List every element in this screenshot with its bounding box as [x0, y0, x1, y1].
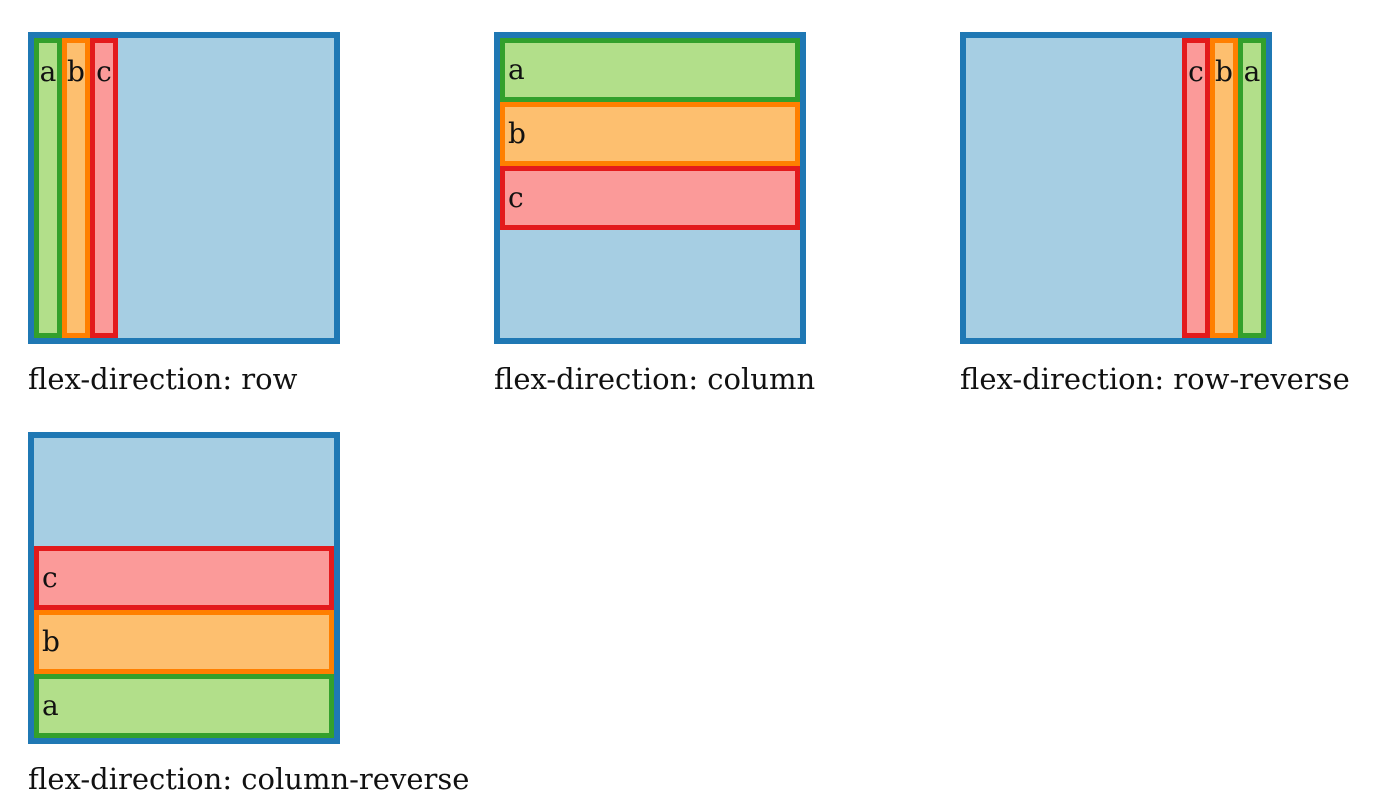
caption-column: flex-direction: column [494, 362, 816, 396]
example-column-reverse: a b c flex-direction: column-reverse [28, 432, 488, 796]
flex-item-a: a [34, 674, 334, 738]
flex-container-row: a b c [28, 32, 340, 344]
flex-item-b: b [500, 102, 800, 166]
flex-item-b: b [34, 610, 334, 674]
flex-item-a: a [1238, 38, 1266, 338]
flex-container-column: a b c [494, 32, 806, 344]
flex-item-c: c [1182, 38, 1210, 338]
example-row: a b c flex-direction: row [28, 32, 488, 396]
example-column: a b c flex-direction: column [494, 32, 954, 396]
flex-container-column-reverse: a b c [28, 432, 340, 744]
flex-item-a: a [500, 38, 800, 102]
flex-item-c: c [34, 546, 334, 610]
caption-row: flex-direction: row [28, 362, 298, 396]
caption-column-reverse: flex-direction: column-reverse [28, 762, 470, 796]
example-row-reverse: a b c flex-direction: row-reverse [960, 32, 1380, 396]
flex-item-a: a [34, 38, 62, 338]
flex-item-b: b [1210, 38, 1238, 338]
caption-row-reverse: flex-direction: row-reverse [960, 362, 1350, 396]
flex-item-b: b [62, 38, 90, 338]
flex-item-c: c [500, 166, 800, 230]
flex-item-c: c [90, 38, 118, 338]
flex-container-row-reverse: a b c [960, 32, 1272, 344]
